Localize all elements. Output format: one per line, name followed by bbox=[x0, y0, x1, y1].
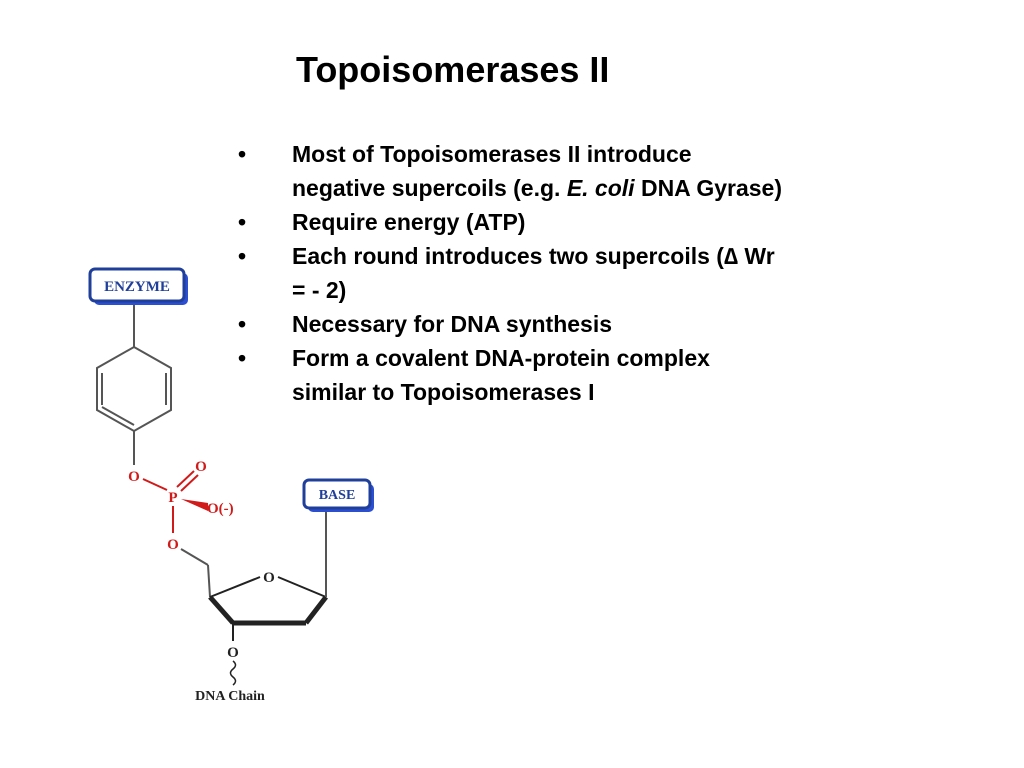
ring-c4-o bbox=[209, 576, 261, 598]
o-p-bond bbox=[142, 478, 168, 491]
bullet-item: • Require energy (ATP) bbox=[238, 205, 918, 239]
ring-outer bbox=[96, 345, 172, 433]
bullet-line: Form a covalent DNA-protein complex bbox=[292, 341, 918, 375]
bullet-text: Most of Topoisomerases II introduce bbox=[292, 141, 692, 167]
ester-oxygen: O bbox=[167, 537, 179, 553]
bullet-item: • Each round introduces two supercoils (∆… bbox=[238, 239, 918, 307]
deoxyribose-ring bbox=[208, 576, 328, 626]
enzyme-box bbox=[88, 267, 186, 303]
base-label: BASE bbox=[319, 488, 356, 503]
bullet-text: Necessary for DNA synthesis bbox=[292, 311, 613, 337]
enzyme-label-box: ENZYME bbox=[88, 267, 188, 305]
bullet-text: Each round introduces two supercoils (∆ … bbox=[292, 243, 775, 269]
enzyme-label: ENZYME bbox=[104, 279, 170, 295]
bullet-symbol: • bbox=[238, 345, 247, 371]
bullet-item: • Most of Topoisomerases II introduce nega… bbox=[238, 137, 918, 205]
bullet-list: • Most of Topoisomerases II introduce nega… bbox=[238, 137, 918, 409]
base-box bbox=[302, 478, 372, 510]
dna-chain-label: DNA Chain bbox=[195, 689, 265, 704]
ring-c1-c2 bbox=[304, 595, 328, 625]
bullet-item: • Necessary for DNA synthesis bbox=[238, 307, 918, 341]
ring-c3-c4 bbox=[208, 595, 235, 625]
bullet-text: negative supercoils (e.g. bbox=[292, 175, 567, 201]
o-c5-bond bbox=[180, 548, 209, 566]
phenyl-ring bbox=[96, 345, 172, 433]
bullet-text: Form a covalent DNA-protein complex bbox=[292, 345, 710, 371]
p-double-bond-b bbox=[180, 474, 199, 492]
bullet-line: Necessary for DNA synthesis bbox=[292, 307, 918, 341]
p-double-bond-a bbox=[176, 470, 195, 488]
double-bond-oxygen: O bbox=[195, 459, 207, 475]
bullet-line: similar to Topoisomerases I bbox=[292, 375, 918, 409]
bullet-symbol: • bbox=[238, 243, 247, 269]
slide-title: Topoisomerases II bbox=[296, 49, 610, 90]
bullet-text: = - 2) bbox=[292, 277, 347, 303]
ring-inner-bond-3 bbox=[101, 406, 135, 426]
wedge-bond bbox=[181, 499, 208, 511]
base-label-box: BASE bbox=[302, 478, 374, 512]
bullet-line: Require energy (ATP) bbox=[292, 205, 918, 239]
chain-oxygen: O bbox=[227, 645, 239, 661]
ring-o-c1 bbox=[277, 576, 327, 598]
c5-c4-bond bbox=[207, 564, 211, 598]
phosphorus: P bbox=[168, 490, 177, 506]
bullet-italic-text: E. coli bbox=[566, 175, 635, 201]
ring-oxygen: O bbox=[263, 570, 275, 586]
bullet-text: DNA Gyrase) bbox=[634, 175, 782, 201]
bullet-item: • Form a covalent DNA-protein complex simi… bbox=[238, 341, 918, 409]
wavy-bond bbox=[229, 660, 237, 686]
bullet-line: negative supercoils (e.g. E. coli DNA Gy… bbox=[292, 171, 918, 205]
bullet-line: Each round introduces two supercoils (∆ … bbox=[292, 239, 918, 273]
tyrosine-oxygen: O bbox=[128, 469, 140, 485]
enzyme-dna-linkage-diagram: ENZYME O P O O(-) O O BASE O DNA Chain bbox=[88, 267, 374, 704]
bullet-line: Most of Topoisomerases II introduce bbox=[292, 137, 918, 171]
bullet-text: similar to Topoisomerases I bbox=[292, 379, 595, 405]
bullet-symbol: • bbox=[238, 311, 247, 337]
bullet-text: Require energy (ATP) bbox=[292, 209, 526, 235]
bullet-line: = - 2) bbox=[292, 273, 918, 307]
bullet-symbol: • bbox=[238, 209, 247, 235]
o-minus: O(-) bbox=[207, 501, 234, 517]
bullet-symbol: • bbox=[238, 141, 247, 167]
